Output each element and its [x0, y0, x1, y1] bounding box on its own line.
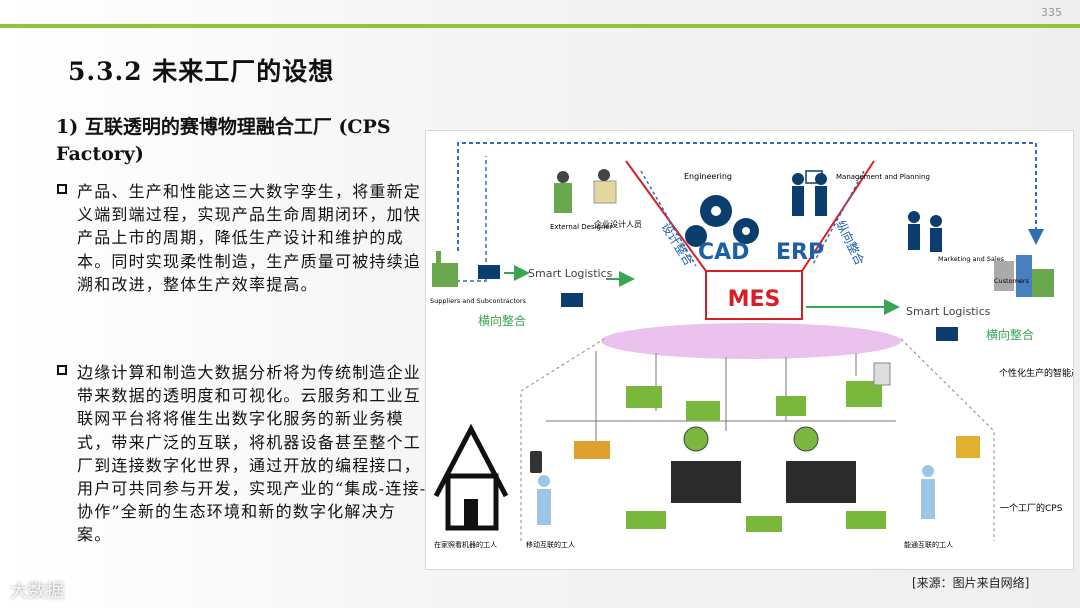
inner-loop-arrow [456, 156, 487, 282]
customers-buildings-icon [994, 255, 1054, 297]
supplier-factory-icon [432, 251, 458, 287]
suppliers-label: Suppliers and Subcontractors [430, 297, 527, 305]
horizontal-integration-right: 横向整合 [986, 327, 1034, 342]
smart-logistics-left: Smart Logistics [528, 267, 613, 280]
cad-label: CAD [698, 240, 749, 265]
external-designer-icon [554, 171, 572, 213]
design-funnel-dots [640, 170, 865, 267]
horizontal-integration-left: 横向整合 [478, 313, 526, 328]
mes-box [705, 270, 803, 320]
bullet-text: 产品、生产和性能这三大数字孪生，将重新定义端到端过程，实现产品生命周期闭环，加快… [77, 182, 422, 294]
bullet-digital-twin: 产品、生产和性能这三大数字孪生，将重新定义端到端过程，实现产品生命周期闭环，加快… [57, 180, 429, 296]
marketing-people-icon [908, 211, 942, 252]
external-designer-label: External Designer [550, 223, 613, 231]
source-note: [来源：图片来自网络] [912, 576, 1030, 590]
gears-icon [685, 195, 759, 247]
marketing-label: Marketing and Sales [938, 255, 1005, 263]
management-label: Management and Planning [836, 173, 930, 181]
slide-subtitle: 1) 互联透明的赛博物理融合工厂 (CPS Factory) [56, 116, 391, 165]
home-worker-label: 在家照看机器的工人 [434, 540, 497, 549]
networked-worker-label: 能通互联的工人 [904, 540, 953, 549]
truck-icon [478, 265, 500, 279]
smart-logistics-right: Smart Logistics [906, 305, 991, 318]
checkbox-bullet-icon [57, 184, 67, 194]
checkbox-bullet-icon [57, 365, 67, 375]
bullet-text: 边缘计算和制造大数据分析将为传统制造企业带来数据的透明度和可视化。云服务和工业互… [77, 363, 427, 545]
bullet-edge-computing: 边缘计算和制造大数据分析将为传统制造企业带来数据的透明度和可视化。云服务和工业互… [57, 361, 429, 547]
factory-boundary [520, 338, 995, 541]
management-people-icon [792, 170, 827, 216]
customers-label: Customers [994, 277, 1030, 285]
engineering-label: Engineering [684, 172, 732, 181]
mobile-worker-label: 移动互联的工人 [526, 540, 575, 549]
slide-title: 5.3.2 未来工厂的设想 [68, 57, 335, 86]
enterprise-designer-label: 企业设计人员 [594, 219, 642, 229]
factory-cps-label: 一个工厂的CPS [1000, 502, 1063, 514]
watermark: 大数据 [10, 581, 64, 602]
home-icon [433, 423, 509, 531]
truck-icon [936, 327, 958, 341]
worker-icon [537, 465, 935, 525]
top-loop-arrow [457, 142, 1044, 251]
truck-icon [561, 293, 583, 307]
machine-units [671, 362, 891, 503]
mes-label: MES [728, 287, 781, 312]
cloud-network [601, 323, 901, 359]
personalized-product-label: 个性化生产的智能产品 [999, 367, 1073, 379]
delivery-truck-icon [574, 441, 610, 459]
robot-machines [626, 381, 886, 532]
cps-factory-diagram: MES Engineering CAD Management and Plann… [425, 130, 1074, 570]
page-number: 335 [1041, 6, 1062, 19]
vertical-integration-label: 纵向整合 [833, 218, 868, 268]
cad-funnel [625, 160, 875, 272]
phone-icon [530, 451, 542, 473]
enterprise-designer-icon [593, 169, 617, 204]
erp-label: ERP [776, 240, 824, 265]
forklift-icon [956, 436, 980, 458]
top-accent-line [0, 24, 1080, 28]
